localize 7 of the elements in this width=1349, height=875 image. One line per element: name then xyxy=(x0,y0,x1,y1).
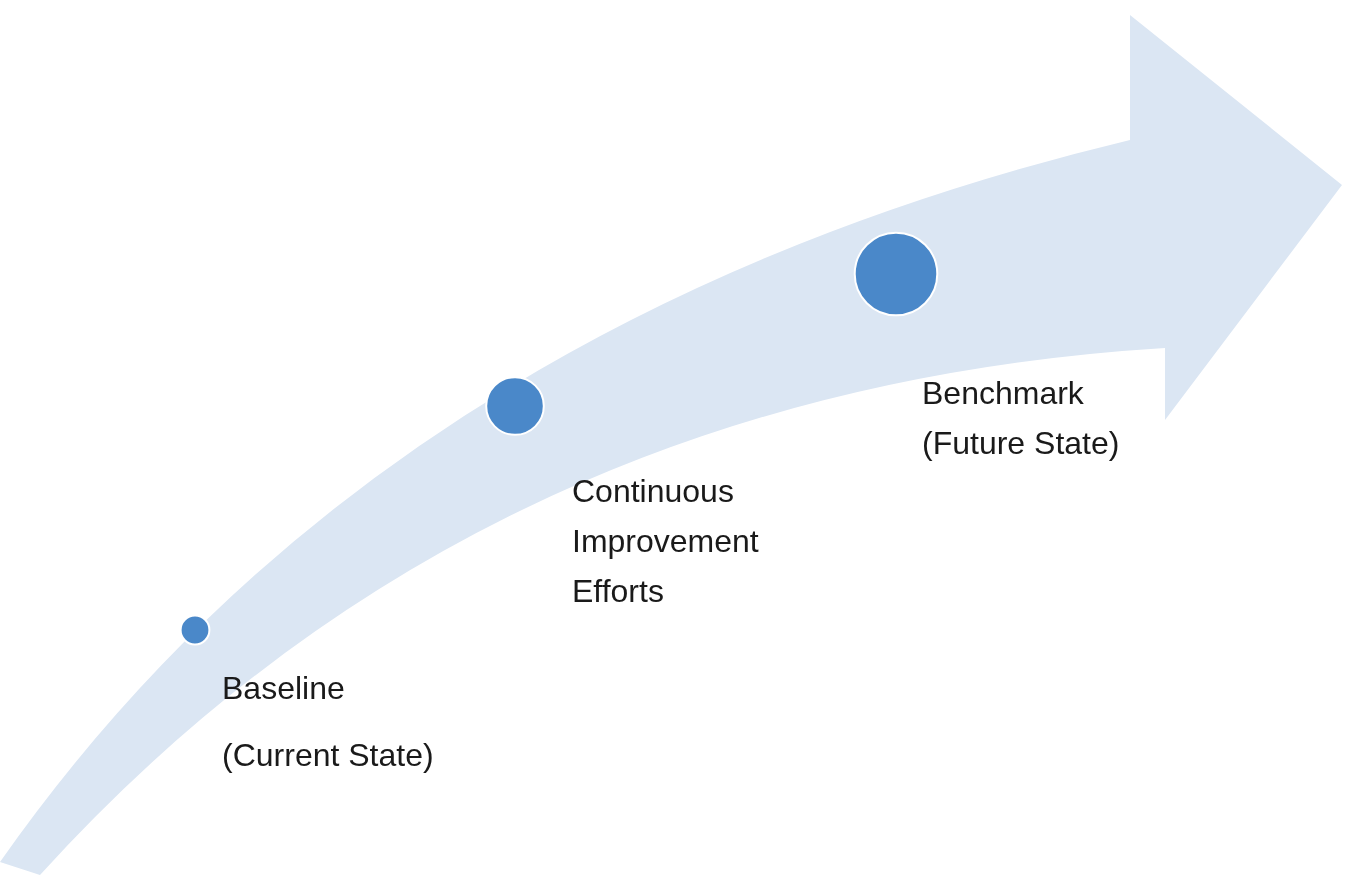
milestone-dot xyxy=(180,615,210,645)
stage-label: Benchmark (Future State) xyxy=(922,374,1121,463)
stage-label: (Current State) xyxy=(222,736,435,775)
stage-label: Continuous Improvement Efforts xyxy=(572,472,760,611)
stage-label: Baseline xyxy=(222,669,346,708)
milestone-dot xyxy=(485,376,545,436)
milestone-dot xyxy=(853,231,939,317)
